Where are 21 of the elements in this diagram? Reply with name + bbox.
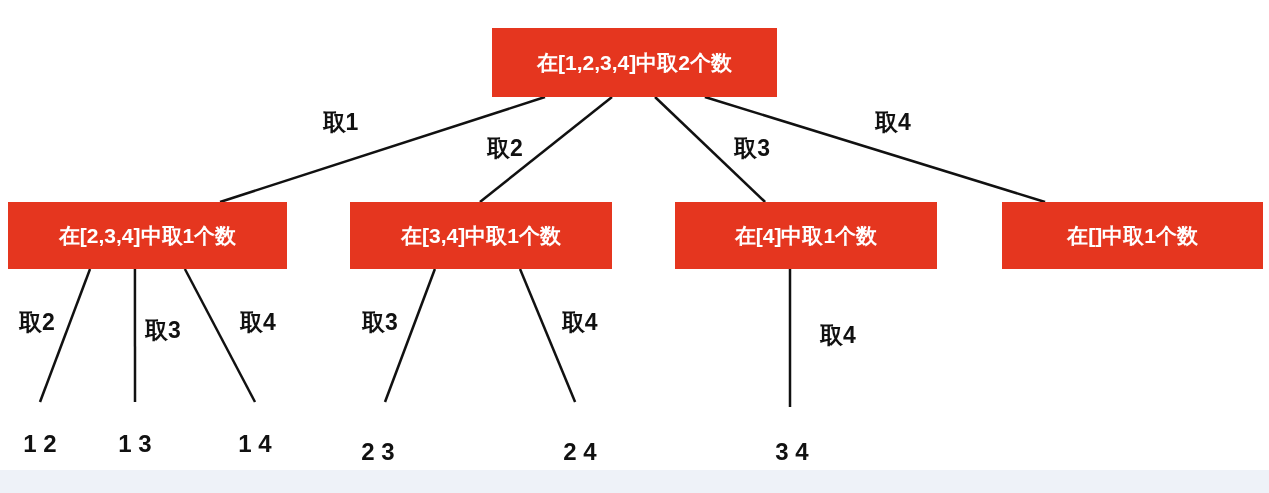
connector-line [183,268,257,403]
connector-line [479,96,613,203]
connector-line [518,268,577,403]
process-box: 在[]中取1个数 [1002,202,1263,269]
leaf-text: 2 3 [343,402,413,468]
leaf-text: 1 3 [100,402,170,460]
connector-line [133,269,137,402]
process-box: 在[3,4]中取1个数 [350,202,612,269]
leaf-text: 2 4 [545,402,615,468]
leaf-text: 1 4 [220,402,290,460]
process-box: 在[2,3,4]中取1个数 [8,202,287,269]
connector-line [704,95,1046,204]
leaf-text: 1 2 [5,402,75,460]
leaf-text: 3 4 [757,407,827,468]
connector-line [383,268,437,403]
process-box: 在[4]中取1个数 [675,202,937,269]
connector-line [788,269,792,407]
connector-line [219,95,546,204]
connector-line [654,96,766,203]
connector-line [38,268,92,403]
process-box: 在[1,2,3,4]中取2个数 [492,28,777,97]
